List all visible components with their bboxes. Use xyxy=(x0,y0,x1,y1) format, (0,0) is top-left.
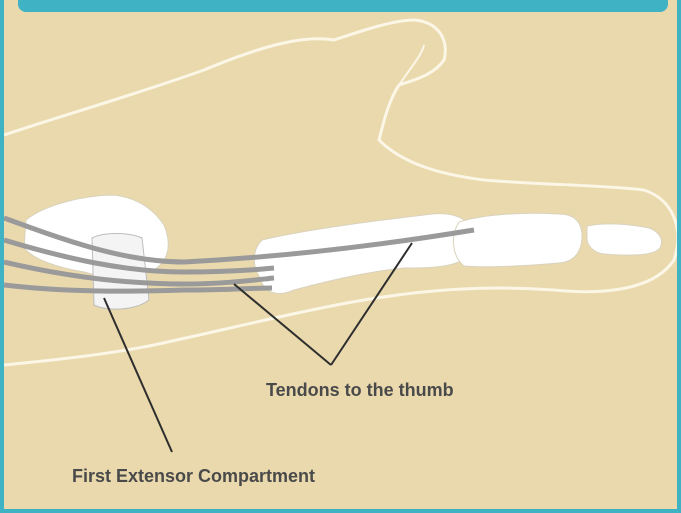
tendons-label: Tendons to the thumb xyxy=(266,380,454,401)
distal-phalanx xyxy=(587,224,662,255)
thumb-anatomy-illustration xyxy=(4,0,677,509)
leader-line-compartment xyxy=(104,298,172,452)
extensor-compartment-label: First Extensor Compartment xyxy=(72,466,315,487)
proximal-phalanx xyxy=(453,213,582,267)
hand-outline xyxy=(4,20,677,365)
